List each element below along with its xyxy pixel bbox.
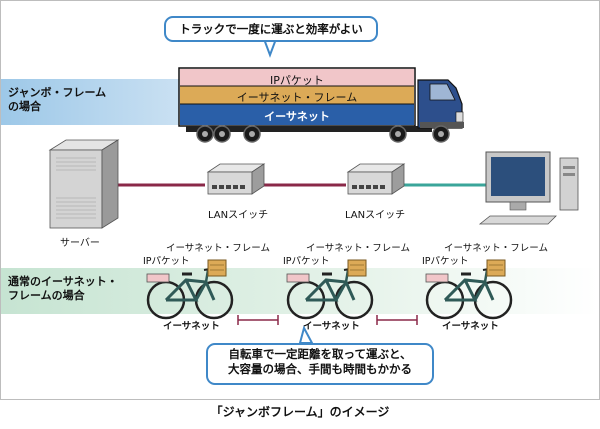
truck-icon [178, 67, 464, 143]
cargo-ethernet-frame [180, 86, 414, 104]
cargo-ip-packet-label: IPパケット [270, 74, 324, 87]
cargo-ip-packet [180, 69, 414, 86]
bicycle-2-packet-label: IPパケット [283, 256, 330, 267]
bicycle-3-basket [486, 259, 506, 277]
bicycle-1-frame-label: イーサネット・フレーム [166, 243, 271, 254]
bicycle-2-basket [347, 259, 367, 277]
bicycle-3-frame-label: イーサネット・フレーム [444, 243, 549, 254]
jumbo-frame-label: ジャンボ・フレーム の場合 [8, 86, 107, 113]
bicycle-3-packet-label: IPパケット [422, 256, 469, 267]
spacing-marker-2 [376, 315, 418, 325]
spacing-marker-1 [237, 315, 279, 325]
bicycle-1-packet [146, 273, 170, 283]
bicycle-2-frame-label: イーサネット・フレーム [306, 243, 411, 254]
figure-caption: 「ジャンボフレーム」のイメージ [210, 405, 390, 419]
bicycle-1-ethernet-label: イーサネット [163, 321, 220, 332]
bicycle-1-icon [146, 259, 234, 320]
bicycle-2-packet [286, 273, 310, 283]
normal-frame-label: 通常のイーサネット・ フレームの場合 [8, 275, 118, 302]
efficiency-callout: トラックで一度に運ぶと効率がよい [164, 16, 378, 42]
pc-icon [478, 151, 579, 225]
bicycle-3-ethernet-label: イーサネット [442, 321, 499, 332]
bicycle-1-packet-label: IPパケット [143, 256, 190, 267]
bicycle-3-packet [425, 273, 449, 283]
bicycle-2-icon [286, 259, 374, 320]
bicycle-3-icon [425, 259, 513, 320]
lan-switch-1-icon [206, 163, 266, 195]
cargo-ethernet [180, 104, 414, 125]
switch-1-label: LANスイッチ [208, 210, 269, 221]
bicycle-callout: 自転車で一定距離を取って運ぶと、 大容量の場合、手間も時間もかかる [206, 343, 434, 385]
cargo-ethernet-frame-label: イーサネット・フレーム [236, 91, 358, 104]
lan-switch-2-icon [346, 163, 406, 195]
bicycle-1-basket [207, 259, 227, 277]
server-icon [48, 139, 120, 229]
bicycle-2-ethernet-label: イーサネット [303, 321, 360, 332]
cargo-ethernet-label: イーサネット [264, 110, 330, 123]
server-label: サーバー [60, 238, 100, 249]
switch-2-label: LANスイッチ [345, 210, 406, 221]
